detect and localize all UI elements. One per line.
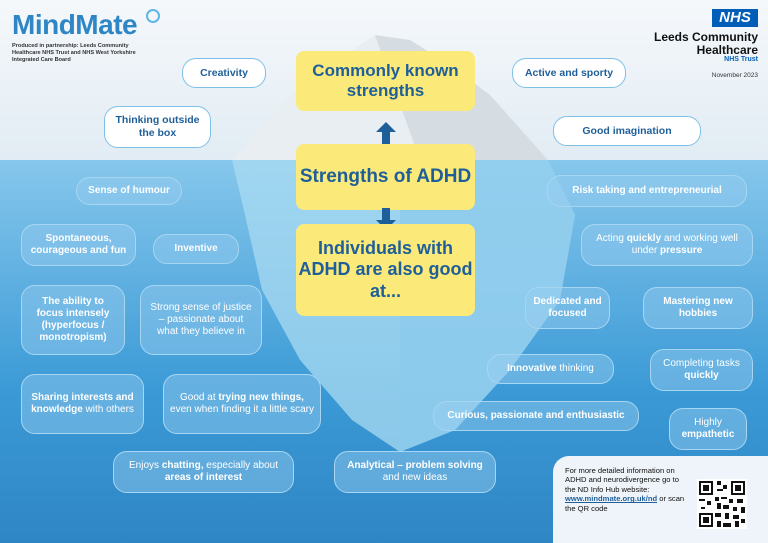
arrow-up-icon [376,122,396,144]
strength-thinking-outside-box: Thinking outside the box [104,106,211,148]
qr-code-icon[interactable] [697,479,747,529]
trying-text-c: even when finding it a little scary [170,404,314,415]
acting-text-a: Acting [596,232,624,244]
completing-text-b: quickly [684,370,719,381]
empathetic-text-b: empathetic [681,429,735,440]
strength-risk-taking: Risk taking and entrepreneurial [547,175,747,207]
strength-analytical: Analytical – problem solving and new ide… [334,451,496,493]
strength-spontaneous: Spontaneous, courageous and fun [21,224,136,266]
heading-individuals-good-at: Individuals with ADHD are also good at..… [296,224,475,316]
strength-creativity: Creativity [182,58,266,88]
info-link[interactable]: www.mindmate.org.uk/nd [565,494,658,504]
analytical-text-a: Analytical – problem solving [347,459,483,471]
strength-inventive: Inventive [153,234,239,264]
strength-dedicated: Dedicated and focused [525,287,610,329]
mindmate-logo: MindMate [12,9,138,40]
empathetic-text-a: Highly [694,416,722,428]
justice-text-rest: about what they believe in [157,313,245,338]
innovative-text-a: Innovative [507,362,557,374]
chatting-text-a: Enjoys [129,459,160,471]
innovative-text-b: thinking [559,362,594,374]
strength-completing-tasks: Completing tasks quickly [650,349,753,391]
heading-commonly-known: Commonly known strengths [296,51,475,111]
strength-sense-of-justice: Strong sense of justice – passionate abo… [140,285,262,355]
publication-date: November 2023 [711,72,758,79]
completing-text-a: Completing tasks [663,357,740,369]
justice-text: Strong sense of justice – passionate [150,301,252,325]
strength-innovative-thinking: Innovative thinking [487,354,614,384]
strength-acting-quickly: Acting quickly and working well under pr… [581,224,753,266]
sharing-text-rest: with others [85,404,134,415]
strength-active-sporty: Active and sporty [512,58,626,88]
strength-mastering-hobbies: Mastering new hobbies [643,287,753,329]
strength-curious: Curious, passionate and enthusiastic [433,401,639,431]
strength-sense-of-humour: Sense of humour [76,177,182,205]
trust-subtitle: NHS Trust [724,56,758,63]
partnership-text: Produced in partnership: Leeds Community… [12,43,136,64]
acting-text-d: pressure [660,245,703,256]
sharing-text: Sharing interests and knowledge [31,391,134,415]
trying-text-a: Good at [180,391,216,403]
strength-trying-new-things: Good at trying new things, even when fin… [163,374,321,434]
smile-icon [146,9,160,23]
strength-sharing-interests: Sharing interests and knowledge with oth… [21,374,144,434]
info-text: For more detailed information on ADHD an… [565,466,691,513]
trust-name: Leeds Community Healthcare [653,30,758,57]
strength-focus-intensely: The ability to focus intensely (hyperfoc… [21,285,125,355]
info-line1: For more detailed information on ADHD an… [565,466,679,494]
strength-enjoys-chatting: Enjoys chatting, especially about areas … [113,451,294,493]
trying-text-b: trying new things, [218,391,304,403]
chatting-text-b: chatting, [161,459,204,471]
strength-good-imagination: Good imagination [553,116,701,146]
strength-empathetic: Highly empathetic [669,408,747,450]
nhs-logo: NHS [712,9,758,27]
chatting-text-c: especially about [206,459,278,471]
acting-text-c: and working well under [631,232,738,256]
analytical-text-b: and new ideas [382,472,448,483]
heading-strengths-of-adhd: Strengths of ADHD [296,144,475,210]
chatting-text-d: areas of interest [164,472,243,483]
acting-text-b: quickly [626,232,662,244]
info-line2: or scan the QR code [565,494,685,513]
